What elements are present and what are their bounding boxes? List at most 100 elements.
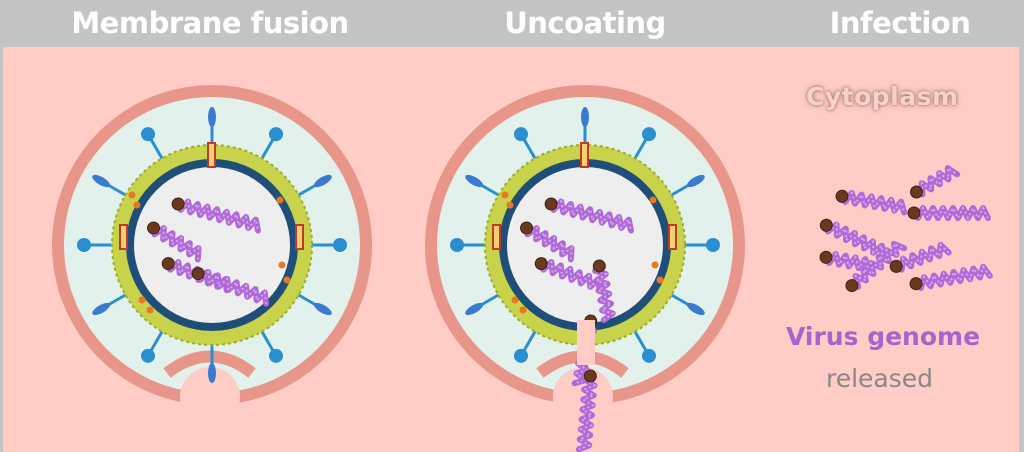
virus-genome (592, 259, 616, 324)
spike-head (208, 107, 216, 127)
matrix-protein (651, 261, 659, 269)
glycoprotein-spike (465, 293, 500, 316)
virus-genome (845, 240, 908, 293)
spike-head (465, 174, 484, 188)
glycoprotein-spike (514, 127, 537, 160)
virus-genome (819, 218, 886, 260)
genome-cap (520, 221, 534, 235)
capsid-opening (577, 320, 595, 365)
genome-beads (153, 226, 200, 260)
genome-cap (845, 279, 859, 293)
glycoprotein-spike (260, 330, 283, 363)
genome-cap (907, 206, 921, 220)
matrix-protein (519, 306, 527, 314)
released-label: released (826, 364, 934, 393)
matrix-protein (278, 261, 286, 269)
glycoprotein-spike (633, 127, 656, 160)
spike-head (514, 127, 528, 142)
virus-genome (520, 221, 575, 263)
glycoprotein-spike (92, 293, 127, 316)
glycoprotein-spike (633, 330, 656, 363)
matrix-protein (283, 276, 291, 284)
genome-cap (191, 267, 205, 281)
fusion-neck (163, 350, 256, 378)
virus-genome (575, 369, 598, 452)
spike-head (141, 127, 155, 142)
virus-genome (171, 197, 261, 234)
glycoprotein-spike (208, 107, 216, 145)
virus-genome (910, 165, 961, 199)
glycoprotein-spike (685, 238, 720, 252)
spike-head (642, 348, 656, 363)
spike-head (92, 174, 111, 188)
glycoprotein-spike (77, 238, 112, 252)
released-genomes (819, 165, 993, 293)
genome-strand (550, 198, 634, 234)
genome-beads (199, 269, 268, 304)
virus-genome (534, 257, 603, 294)
genome-cap (910, 185, 924, 199)
genome-beads (574, 323, 597, 385)
genome-beads (844, 190, 906, 213)
matrix-protein (649, 196, 657, 204)
matrix-protein (138, 296, 146, 304)
virus-genome (909, 263, 993, 291)
membrane-protein (207, 142, 216, 168)
cytoplasm-label: Cytoplasm (806, 82, 959, 111)
spike-head (686, 174, 705, 188)
glycoprotein-spike (581, 107, 589, 145)
header-infection: Infection (829, 6, 971, 40)
spike-head (313, 302, 332, 316)
membrane-protein (119, 224, 128, 250)
virus-genome (907, 205, 991, 221)
glycoprotein-spike (260, 127, 283, 160)
virus-genome (147, 221, 202, 263)
virus-genome (835, 189, 908, 216)
glycoprotein-spike (141, 330, 164, 363)
membrane-protein (580, 142, 589, 168)
matrix-protein (133, 201, 141, 209)
matrix-protein (656, 276, 664, 284)
genome-beads (854, 242, 905, 288)
genome-beads (594, 269, 615, 321)
genome-beads (900, 242, 950, 270)
genome-beads (542, 259, 601, 291)
glycoprotein-spike (450, 238, 485, 252)
genome-beads (919, 264, 991, 289)
spike-head (141, 348, 155, 363)
virus-genome (819, 250, 872, 273)
glycoprotein-spike (141, 127, 164, 160)
header-membrane-fusion: Membrane fusion (71, 6, 349, 40)
spike-head (208, 363, 216, 383)
virus-genome (544, 197, 634, 234)
matrix-protein (501, 191, 509, 199)
genome-cap (592, 259, 606, 273)
genome-strand (177, 198, 261, 234)
glycoprotein-spike (312, 238, 347, 252)
genome-cap (835, 189, 849, 203)
matrix-protein (506, 201, 514, 209)
genome-cap (534, 257, 548, 271)
genome-beads (577, 378, 597, 451)
genome-cap (147, 221, 161, 235)
genome-cap (909, 277, 923, 291)
genome-strand (918, 165, 961, 198)
spike-head (581, 107, 589, 127)
membrane-protein (492, 224, 501, 250)
glycoprotein-spike (670, 293, 705, 316)
membrane-protein (295, 224, 304, 250)
capsid-interior (507, 167, 663, 323)
header-uncoating: Uncoating (504, 6, 666, 40)
spike-head (450, 238, 464, 252)
spike-head (465, 302, 484, 316)
genome-strand (826, 250, 872, 273)
spike-head (514, 348, 528, 363)
genome-cap (171, 197, 185, 211)
spike-head (333, 238, 347, 252)
virus-genome (889, 241, 952, 273)
genome-beads (917, 205, 989, 221)
genome-cap (544, 197, 558, 211)
genome-beads (526, 226, 573, 260)
genome-cap (819, 250, 833, 264)
matrix-protein (146, 306, 154, 314)
